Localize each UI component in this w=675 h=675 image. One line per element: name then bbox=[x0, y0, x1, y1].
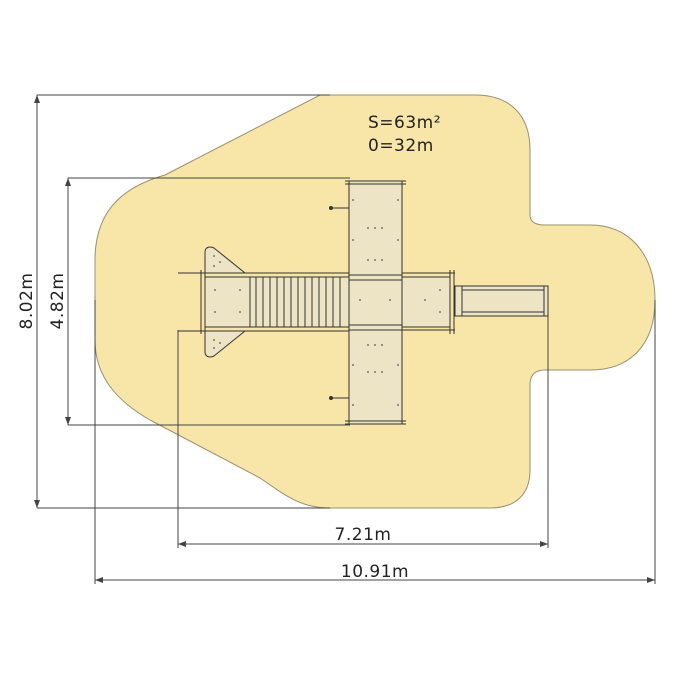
equipment-height-label: 4.82m bbox=[48, 273, 68, 330]
right-platform bbox=[401, 270, 455, 334]
total-width-label: 10.91m bbox=[341, 562, 409, 582]
equipment-width-label: 7.21m bbox=[335, 525, 392, 545]
lower-deck bbox=[329, 329, 406, 425]
playground-equipment bbox=[178, 180, 549, 425]
left-platform bbox=[178, 270, 251, 334]
perimeter-label: 0=32m bbox=[368, 136, 434, 156]
slide bbox=[454, 285, 549, 317]
central-platform bbox=[348, 274, 403, 331]
dimension-equipment-height: 4.82m bbox=[48, 177, 350, 426]
dimension-equipment-width: 7.21m bbox=[177, 290, 549, 548]
left-top-panel bbox=[204, 246, 247, 274]
area-label: S=63m² bbox=[368, 113, 441, 133]
total-height-label: 8.02m bbox=[17, 273, 37, 330]
rope-bridge bbox=[249, 272, 350, 332]
dimension-total-height: 8.02m bbox=[17, 94, 330, 509]
dimension-total-width: 10.91m bbox=[94, 300, 656, 584]
left-bottom-panel bbox=[204, 330, 247, 358]
